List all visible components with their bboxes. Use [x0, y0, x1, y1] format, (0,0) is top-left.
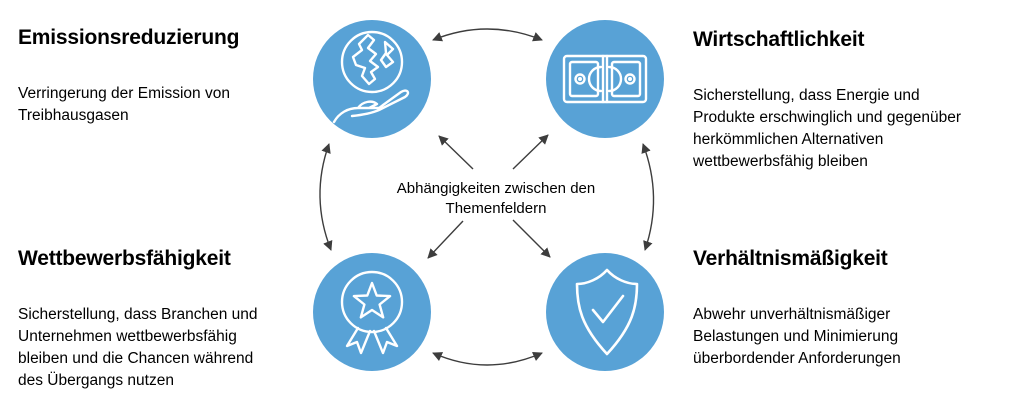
- banknote-icon: [562, 54, 648, 104]
- arrow-diagonal-upper-right: [512, 134, 549, 170]
- arrow-left-vertical: [319, 143, 333, 251]
- topic-title-emissionsreduzierung: Emissionsreduzierung: [18, 26, 240, 49]
- topic-description-verhaeltnismaessigkeit: Abwehr unverhältnismäßiger Belastungen u…: [693, 306, 901, 367]
- award-medal-icon: [340, 270, 404, 355]
- topic-circle-wirtschaftlichkeit: [546, 20, 664, 138]
- topic-title-verhaeltnismaessigkeit: Verhältnismäßigkeit: [693, 247, 888, 270]
- center-label: Abhängigkeiten zwischen den Themenfelder…: [396, 180, 596, 217]
- topic-circle-emissionsreduzierung: [313, 20, 431, 138]
- topic-block-emissionsreduzierung: Emissionsreduzierung Verringerung der Em…: [18, 25, 303, 127]
- topic-block-wirtschaftlichkeit: Wirtschaftlichkeit Sicherstellung, dass …: [693, 27, 1013, 173]
- topic-block-verhaeltnismaessigkeit: Verhältnismäßigkeit Abwehr unverhältnism…: [693, 246, 1003, 370]
- arrow-diagonal-lower-right: [512, 219, 551, 258]
- arrow-right-vertical: [641, 143, 655, 251]
- arrow-bottom-horizontal: [432, 352, 543, 366]
- globe-in-hand-icon: [332, 30, 410, 124]
- topic-circle-verhaeltnismaessigkeit: [546, 253, 664, 371]
- topic-title-wettbewerbsfaehigkeit: Wettbewerbsfähigkeit: [18, 247, 231, 270]
- topic-title-wirtschaftlichkeit: Wirtschaftlichkeit: [693, 28, 865, 51]
- arrow-diagonal-upper-left: [438, 135, 474, 170]
- topic-description-emissionsreduzierung: Verringerung der Emission von Treibhausg…: [18, 85, 230, 124]
- topic-description-wettbewerbsfaehigkeit: Sicherstellung, dass Branchen und Untern…: [18, 306, 258, 389]
- topic-circle-wettbewerbsfaehigkeit: [313, 253, 431, 371]
- topic-block-wettbewerbsfaehigkeit: Wettbewerbsfähigkeit Sicherstellung, das…: [18, 246, 313, 392]
- arrow-top-horizontal: [432, 28, 543, 42]
- arrow-diagonal-lower-left: [427, 220, 464, 259]
- topic-description-wirtschaftlichkeit: Sicherstellung, dass Energie und Produkt…: [693, 87, 961, 170]
- shield-check-icon: [575, 268, 639, 356]
